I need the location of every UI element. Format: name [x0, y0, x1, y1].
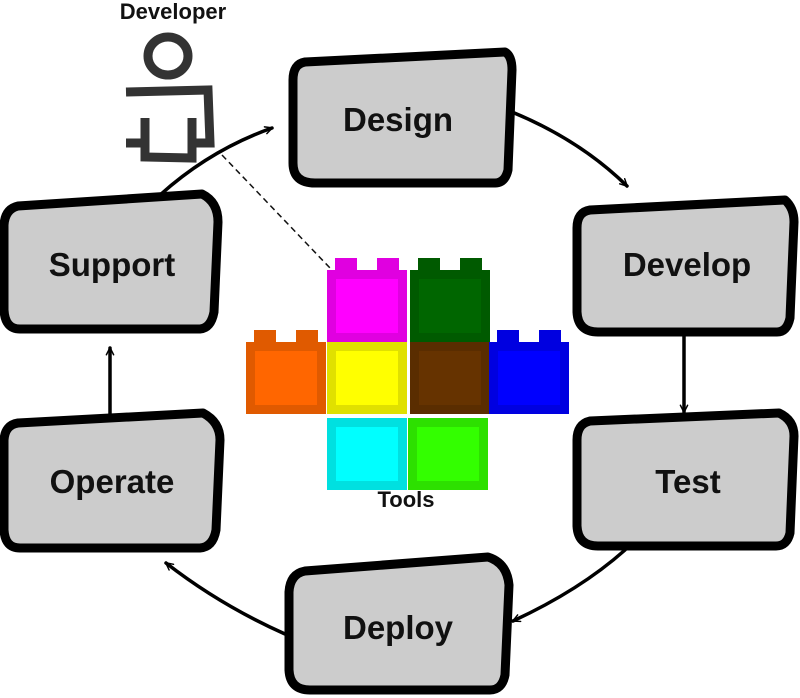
stage-label: Deploy: [343, 609, 454, 646]
block-stud: [497, 330, 519, 344]
stage-design[interactable]: Design: [288, 47, 517, 188]
developer-actor: Developer: [120, 0, 227, 163]
block-stud: [418, 258, 440, 272]
tool-block-dark-green: [410, 258, 490, 342]
stage-develop[interactable]: Develop: [572, 195, 799, 337]
developer-label: Developer: [120, 0, 227, 24]
block-face: [498, 351, 560, 405]
person-icon: [125, 32, 215, 163]
block-stud: [335, 258, 357, 272]
tool-block-magenta: [327, 258, 407, 342]
arrow-design-to-develop: [510, 110, 629, 188]
stage-label: Design: [343, 101, 453, 138]
block-stud: [254, 330, 276, 344]
stage-label: Develop: [623, 246, 751, 283]
stage-label: Support: [49, 246, 175, 283]
block-stud: [539, 330, 561, 344]
block-stud: [296, 330, 318, 344]
stage-test[interactable]: Test: [572, 408, 799, 551]
block-stud: [377, 258, 399, 272]
block-face: [417, 427, 479, 481]
tools-label: Tools: [377, 487, 434, 512]
arrow-test-to-deploy: [511, 548, 627, 623]
tools-blocks: [246, 258, 569, 490]
block-face: [255, 351, 317, 405]
actor-tools-link: [221, 154, 331, 269]
block-stud: [460, 258, 482, 272]
tool-block-cyan: [327, 418, 407, 490]
block-face: [336, 427, 398, 481]
stage-support[interactable]: Support: [0, 189, 223, 334]
stage-deploy[interactable]: Deploy: [284, 552, 514, 695]
tool-block-brown: [410, 342, 490, 414]
tool-block-blue: [489, 330, 569, 414]
block-face: [336, 351, 398, 405]
stage-label: Test: [655, 463, 720, 500]
block-face: [419, 279, 481, 333]
block-face: [336, 279, 398, 333]
arrow-support-to-design: [158, 126, 274, 197]
stage-label: Operate: [50, 463, 175, 500]
tool-block-yellow: [327, 342, 407, 414]
arrow-deploy-to-operate: [164, 561, 287, 636]
tool-block-green: [408, 418, 488, 490]
stage-operate[interactable]: Operate: [0, 408, 225, 553]
tool-block-orange: [246, 330, 326, 414]
block-face: [419, 351, 481, 405]
